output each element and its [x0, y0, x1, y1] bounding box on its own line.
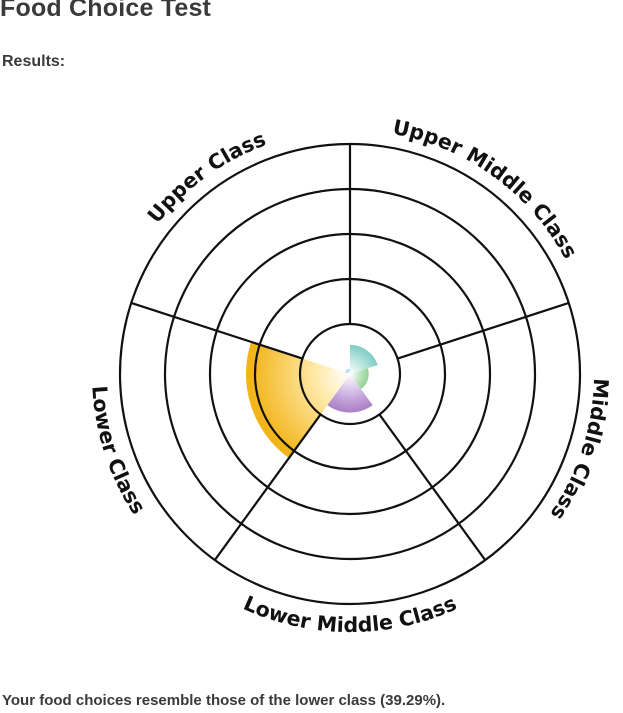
label-upper-class: Upper Class — [143, 127, 269, 228]
grid-spoke-2 — [397, 301, 570, 360]
segment-lower-middle-class — [327, 374, 373, 413]
result-sentence: Your food choices resemble those of the … — [2, 692, 446, 709]
segment-middle-class — [350, 368, 369, 390]
grid-spoke-4 — [213, 413, 322, 561]
page-title: Food Choice Test — [0, 0, 212, 22]
grid-spoke-5 — [130, 301, 303, 360]
grid-spoke-3 — [378, 413, 487, 561]
segment-upper-class — [345, 368, 350, 374]
segment-upper-middle-class — [350, 344, 378, 374]
label-lower-class: Lower Class — [87, 385, 150, 518]
label-lower-middle-class: Lower Middle Class — [240, 591, 460, 637]
results-label: Results: — [2, 53, 66, 70]
